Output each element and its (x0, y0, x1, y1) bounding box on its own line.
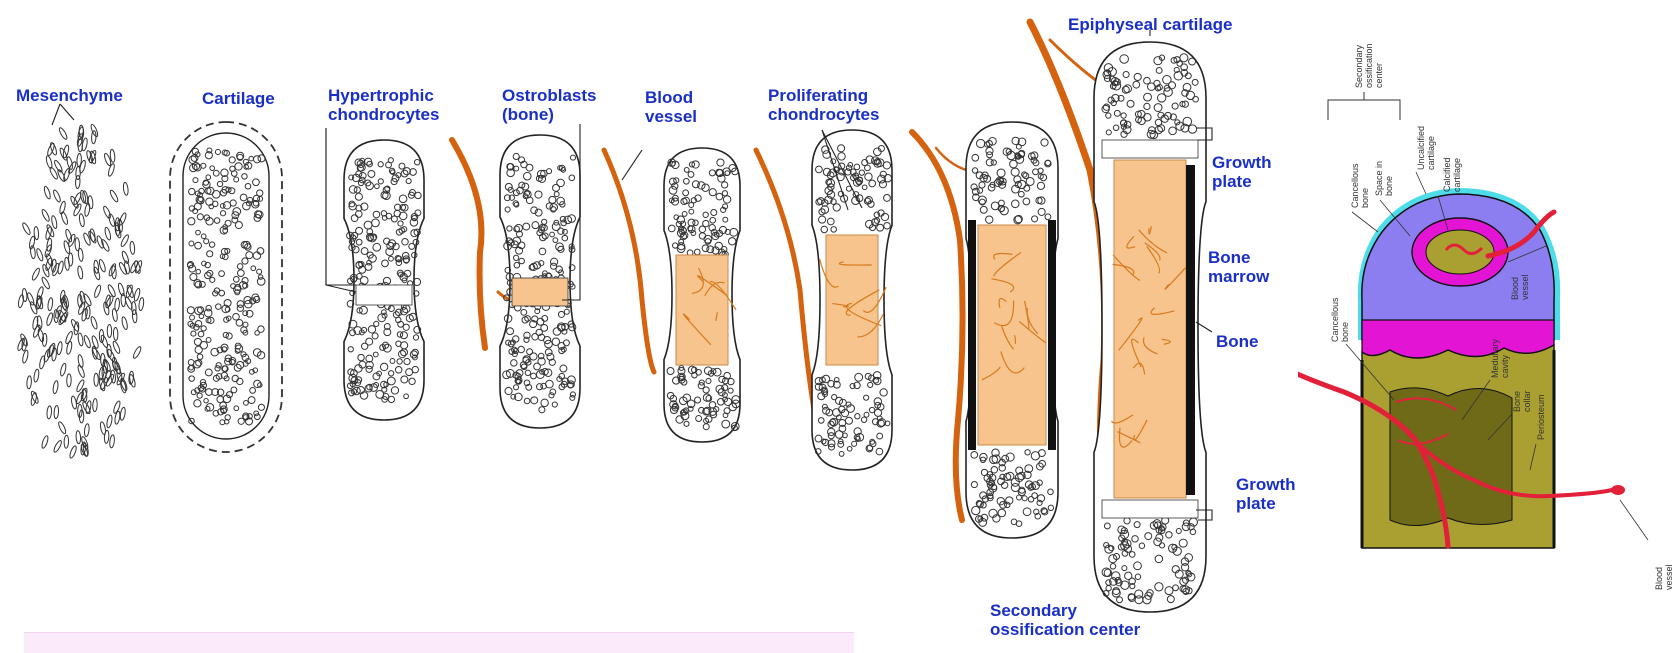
blood-vessel (604, 150, 654, 372)
rlabel-cancellous-bone-top: Cancellous bone (1350, 163, 1370, 208)
label-cartilage: Cartilage (202, 89, 275, 108)
label-growth-plate-bottom: Growth plate (1236, 475, 1296, 513)
rlabel-medullary-cavity: Medullary cavity (1490, 339, 1510, 378)
rlabel-space-in-bone: Space in bone (1374, 161, 1394, 196)
secondary-center-bone (1426, 230, 1494, 274)
label-ostroblasts: Ostroblasts (bone) (502, 86, 596, 124)
stage-mature-bone (1030, 22, 1212, 612)
label-mesenchyme: Mesenchyme (16, 86, 123, 105)
bone-collar-right (1048, 220, 1056, 450)
stage-mesenchyme (17, 104, 145, 459)
leader-line (622, 150, 642, 180)
leader-line (1416, 172, 1426, 194)
blood-vessel (756, 150, 814, 410)
secondary-ossification-panel: Secondary ossification center Cancellous… (1298, 0, 1679, 645)
stage-cartilage (170, 122, 282, 452)
stage-blood-vessel (604, 148, 740, 442)
rlabel-blood-vessel-top: Blood vessel (1510, 274, 1530, 300)
label-epiphyseal-cartilage: Epiphyseal cartilage (1068, 15, 1232, 34)
rlabel-bone-collar: Bone collar (1512, 390, 1532, 412)
label-proliferating-chondrocytes: Proliferating chondrocytes (768, 86, 879, 124)
blood-vessel (912, 132, 963, 520)
leader-line (52, 104, 60, 125)
label-hypertrophic-chondrocytes: Hypertrophic chondrocytes (328, 86, 439, 124)
marrow-cavity (676, 255, 728, 365)
stage-marrow (912, 122, 1058, 538)
label-blood-vessel: Blood vessel (645, 88, 697, 126)
leader-line (1352, 212, 1378, 232)
bone-collar-left (968, 220, 976, 450)
bracket-secondary-center (1328, 100, 1400, 120)
label-bone-marrow: Bone marrow (1208, 248, 1269, 286)
stage-hypertrophic (326, 128, 424, 420)
secondary-ossification-drawing (1298, 0, 1679, 645)
rlabel-uncalcified-cartilage: Uncalcified cartilage (1416, 126, 1436, 170)
rlabel-secondary-ossification-center: Secondary ossification center (1354, 43, 1384, 88)
growth-plate-upper (1102, 140, 1198, 158)
leader-line (60, 104, 74, 120)
stage-proliferating (756, 130, 892, 470)
caption-box (24, 632, 854, 653)
label-growth-plate-top: Growth plate (1212, 153, 1272, 191)
growth-plate-lower (1102, 500, 1198, 518)
marrow-cavity (826, 235, 878, 365)
medullary-cavity (1390, 388, 1512, 526)
vessel-end (1611, 485, 1625, 495)
compact-bone (1186, 165, 1195, 495)
rlabel-cancellous-bone-left: Cancellous bone (1330, 297, 1350, 342)
blood-vessel (452, 140, 485, 348)
label-secondary-ossification-center: Secondary ossification center (990, 601, 1140, 639)
label-bone: Bone (1216, 332, 1259, 351)
rlabel-calcified-cartilage: Calcified cartilage (1442, 157, 1462, 192)
rlabel-periosteum: Periosteum (1536, 394, 1546, 440)
leader-line (1620, 500, 1648, 540)
rlabel-blood-vessel-bottom: Blood vessel (1654, 564, 1674, 590)
stage-ostroblasts (452, 124, 580, 428)
